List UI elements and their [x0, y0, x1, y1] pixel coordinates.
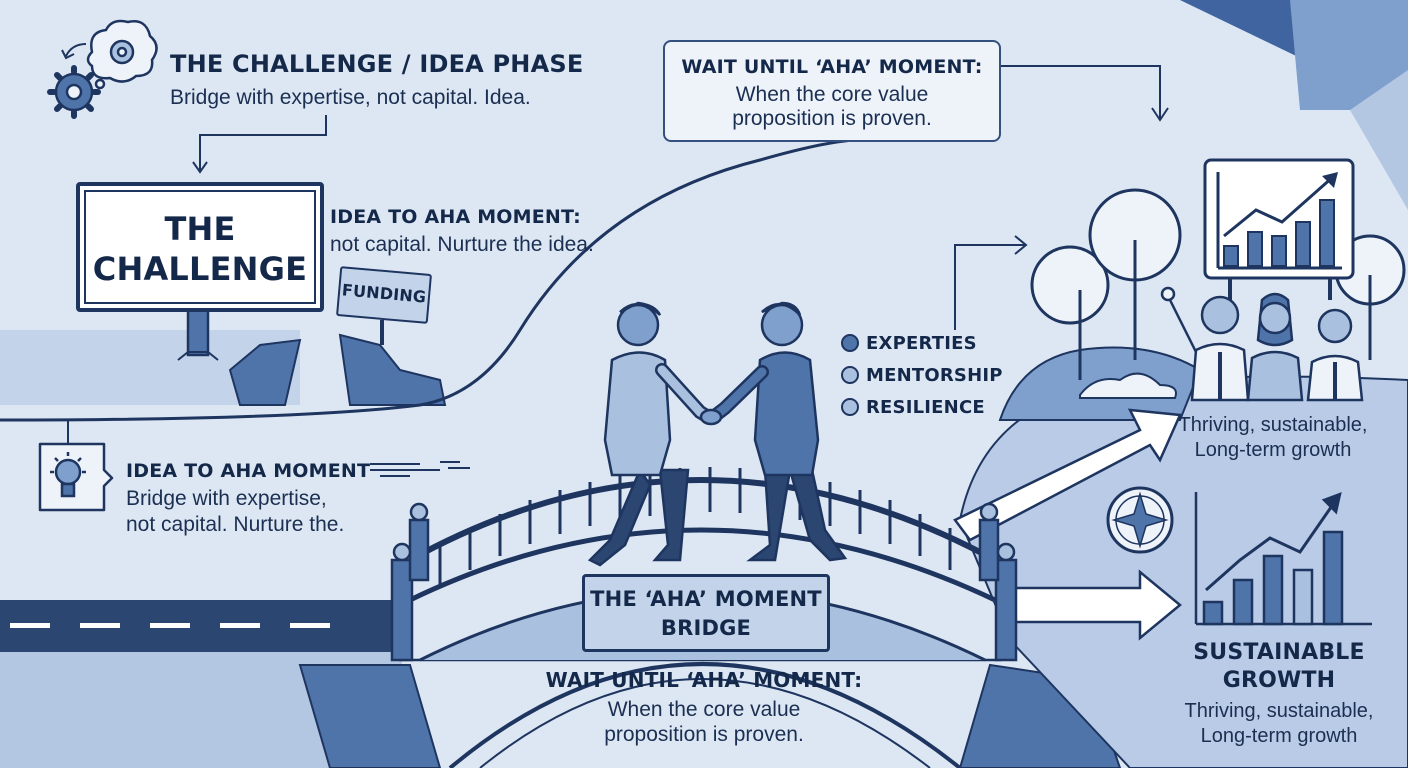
sustainable-title-line1: SUSTAINABLE — [1193, 640, 1365, 665]
right-crack-rock — [338, 333, 447, 406]
left-cliff — [298, 664, 442, 768]
idea-to-aha-left-title: IDEA TO AHA MOMENT — [126, 460, 371, 482]
idea-to-aha-left-line1: Bridge with expertise, — [126, 487, 327, 510]
sustainable-title-line2: GROWTH — [1222, 668, 1336, 693]
road — [0, 600, 400, 652]
challenge-sign: THE CHALLENGE — [76, 182, 324, 312]
corner-shape-pale — [1350, 70, 1408, 210]
handshake-icon — [587, 301, 848, 567]
left-plateau — [0, 330, 300, 405]
people-icon — [1160, 286, 1364, 402]
wait-bottom-title: WAIT UNTIL ‘AHA’ MOMENT: — [545, 668, 863, 692]
thriving-top-line2: Long-term growth — [1194, 439, 1352, 461]
wait-top-title: WAIT UNTIL ‘AHA’ MOMENT: — [681, 56, 983, 78]
wait-bottom-line2: proposition is proven. — [604, 723, 804, 746]
compass-icon — [1106, 486, 1174, 554]
lower-growth-arrow — [1008, 569, 1182, 641]
bullet-experties — [841, 334, 859, 352]
bar-chart-icon — [1194, 492, 1372, 626]
left-crack-rock — [228, 338, 302, 406]
funding-sign: FUNDING — [335, 266, 433, 324]
bridge-sign: THE ‘AHA’ MOMENT BRIDGE — [582, 574, 830, 652]
curve-path — [0, 138, 861, 422]
wait-top-line2: proposition is proven. — [732, 107, 932, 130]
challenge-phase-title: THE CHALLENGE / IDEA PHASE — [170, 50, 584, 78]
connector-arrows — [67, 65, 1169, 477]
idea-to-aha-top-body: not capital. Nurture the idea. — [330, 233, 594, 256]
cloud-shape — [1079, 372, 1177, 399]
wait-top-box: WAIT UNTIL ‘AHA’ MOMENT: When the core v… — [663, 40, 1001, 142]
idea-to-aha-left-line2: not capital. Nurture the. — [126, 513, 345, 536]
bridge-sign-line1: THE ‘AHA’ MOMENT — [590, 587, 822, 611]
corner-shape-light — [1290, 0, 1408, 110]
bullet-mentorship — [841, 366, 859, 384]
lightbulb-icon — [38, 442, 114, 512]
sustainable-line2: Long-term growth — [1200, 725, 1358, 747]
post-base — [177, 351, 219, 361]
bullet-resilience — [841, 398, 859, 416]
gears-thought-icon — [47, 19, 158, 119]
sustainable-line1: Thriving, sustainable, — [1184, 700, 1374, 722]
quality-resilience: RESILIENCE — [866, 397, 985, 418]
challenge-sign-line2: CHALLENGE — [92, 250, 308, 288]
wait-bottom-line1: When the core value — [607, 698, 801, 721]
road-dashes — [10, 623, 330, 628]
challenge-sign-line1: THE — [164, 210, 236, 248]
funding-sign-label: FUNDING — [341, 280, 428, 307]
wait-top-line1: When the core value — [735, 83, 929, 106]
bridge-sign-line2: BRIDGE — [660, 616, 752, 640]
trees-icon — [1030, 188, 1406, 380]
idea-to-aha-top-title: IDEA TO AHA MOMENT: — [330, 206, 581, 228]
growth-chart-icon — [1203, 158, 1355, 300]
challenge-phase-body: Bridge with expertise, not capital. Idea… — [170, 86, 531, 109]
thriving-top-line1: Thriving, sustainable, — [1178, 414, 1368, 436]
upper-growth-arrow — [953, 408, 1182, 542]
quality-experties: EXPERTIES — [866, 333, 977, 354]
challenge-post — [186, 303, 210, 357]
quality-mentorship: MENTORSHIP — [866, 365, 1003, 386]
